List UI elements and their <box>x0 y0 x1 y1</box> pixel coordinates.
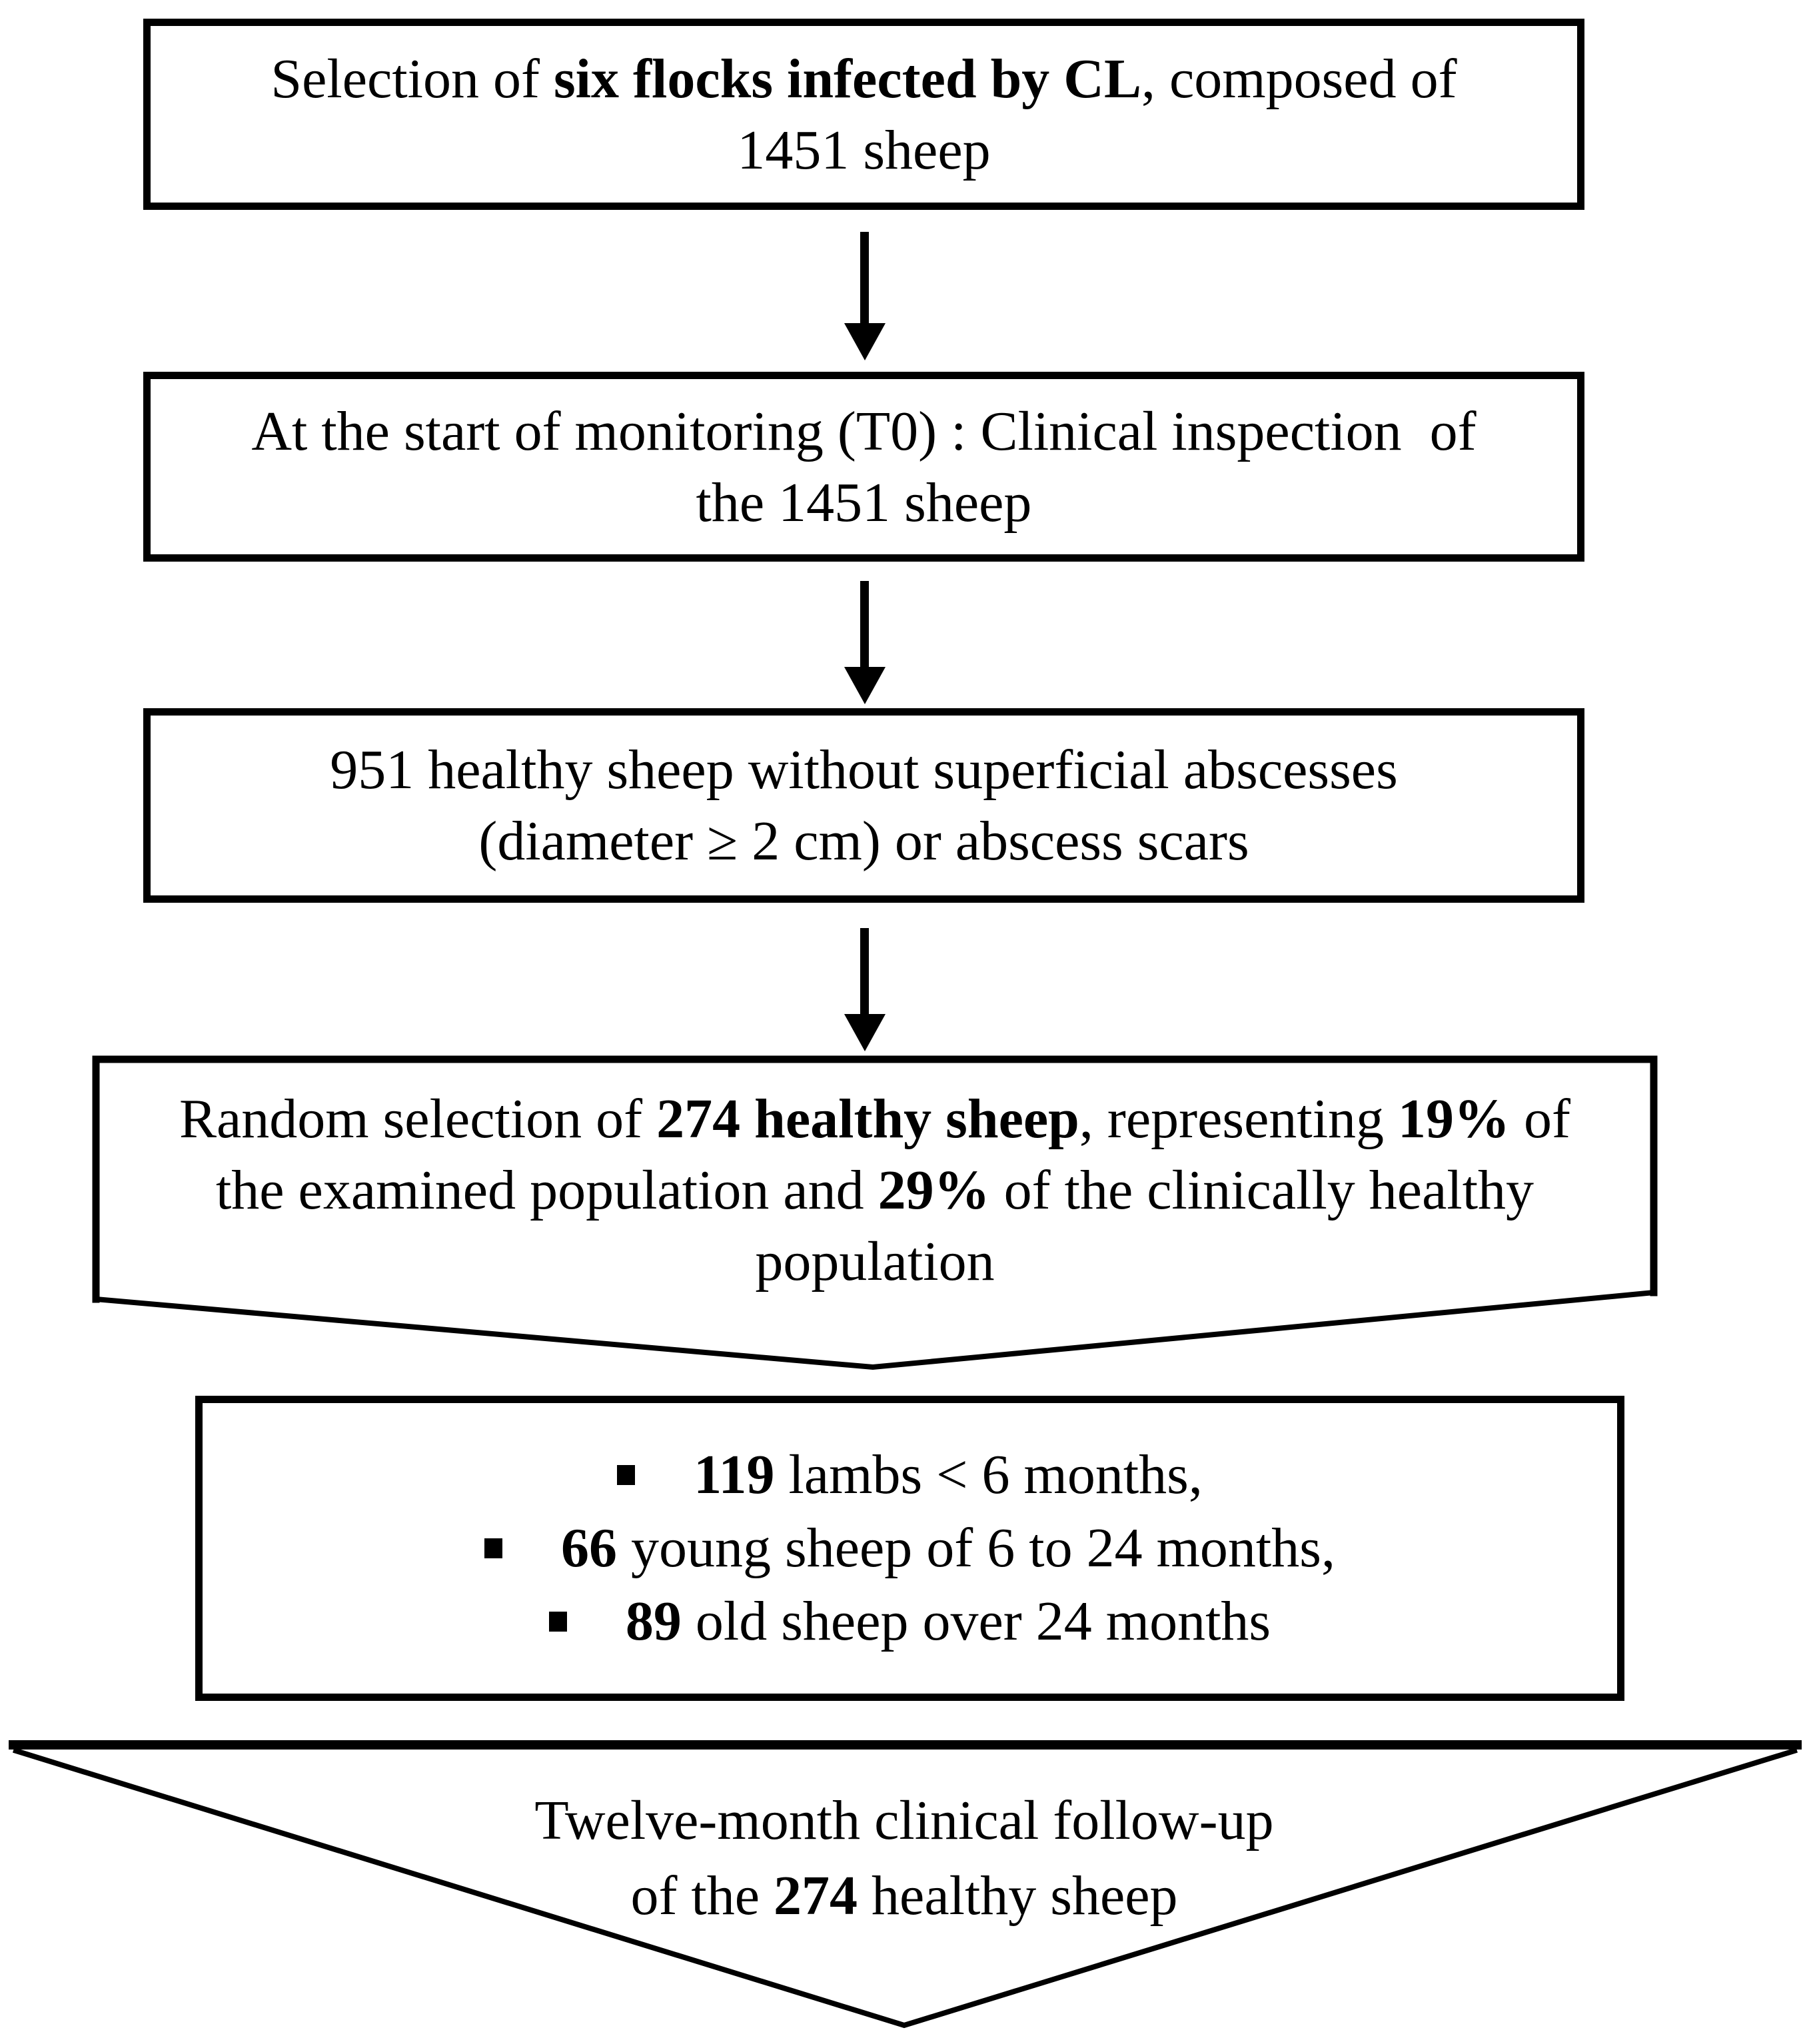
square-bullet-icon <box>617 1464 636 1485</box>
arrow-stem <box>860 232 869 325</box>
text-line: 89 old sheep over 24 months <box>548 1585 1271 1658</box>
text-line: 119 lambs < 6 months, <box>617 1438 1203 1512</box>
square-bullet-icon <box>548 1611 567 1632</box>
arrow-stem <box>860 581 869 669</box>
node-follow-up: Twelve-month clinical follow-up of the 27… <box>438 1783 1371 1933</box>
node-random-selection: Random selection of 274 healthy sheep, r… <box>96 1083 1654 1297</box>
text-line: the 1451 sheep <box>696 471 1032 534</box>
text-line: (diameter ≥ 2 cm) or abscess scars <box>478 810 1249 872</box>
text-line: Random selection of 274 healthy sheep, r… <box>179 1088 1571 1150</box>
text-line: population <box>755 1231 995 1292</box>
text-line: Twelve-month clinical follow-up <box>534 1789 1274 1851</box>
node-age-groups: 119 lambs < 6 months,66 young sheep of 6… <box>195 1396 1624 1701</box>
arrow-head <box>844 1014 886 1051</box>
text-line: Selection of six flocks infected by CL, … <box>271 47 1457 110</box>
arrow-head <box>844 667 886 704</box>
banner-shape <box>92 1055 1658 1370</box>
square-bullet-icon <box>484 1538 503 1558</box>
node-healthy-sheep: 951 healthy sheep without superficial ab… <box>143 708 1584 903</box>
arrow-stem <box>860 928 869 1016</box>
arrow-head <box>844 323 886 360</box>
node-flock-selection: Selection of six flocks infected by CL, … <box>143 19 1584 210</box>
text-line: At the start of monitoring (T0) : Clinic… <box>251 400 1477 462</box>
text-line: the examined population and 29% of the c… <box>215 1159 1534 1221</box>
funnel-shape <box>9 1740 1802 2029</box>
text-line: 66 young sheep of 6 to 24 months, <box>484 1512 1335 1585</box>
node-clinical-inspection: At the start of monitoring (T0) : Clinic… <box>143 372 1584 562</box>
text-line: 1451 sheep <box>737 119 991 181</box>
text-line: of the 274 healthy sheep <box>630 1865 1178 1927</box>
text-line: 951 healthy sheep without superficial ab… <box>330 739 1398 801</box>
